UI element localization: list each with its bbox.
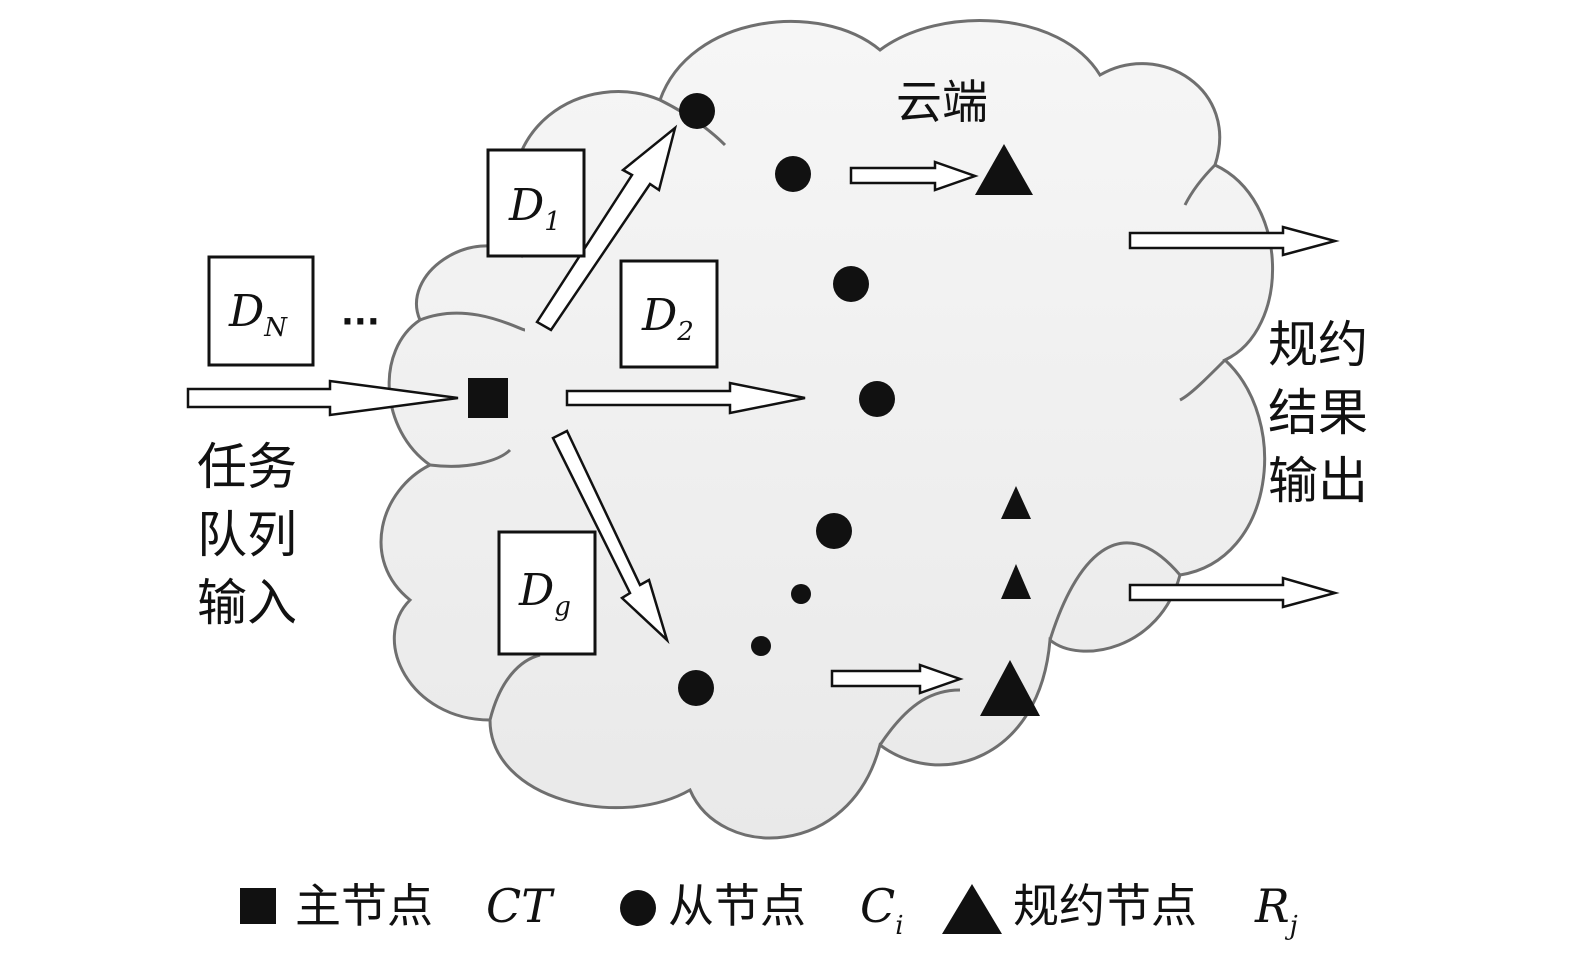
svg-text:队列: 队列 <box>197 506 297 564</box>
data-block-dn-label: DN <box>228 286 288 343</box>
legend-triangle-icon <box>942 884 1002 934</box>
master-node-square-icon <box>468 378 508 418</box>
input-label: 任务 队列 输入 <box>197 438 297 632</box>
data-block-dg-box <box>497 530 597 656</box>
legend-master-var: CT <box>486 879 555 933</box>
cloud-shape <box>379 19 1275 840</box>
legend-master-text: 主节点 <box>295 879 433 933</box>
legend-reducer-text: 规约节点 <box>1013 879 1197 933</box>
legend-square-icon <box>240 888 276 924</box>
queue-ellipsis: ··· <box>341 302 380 342</box>
svg-text:输出: 输出 <box>1268 452 1368 510</box>
output-arrow-top <box>1128 225 1340 257</box>
cloud-label: 云端 <box>896 75 988 129</box>
legend-circle-icon <box>620 890 656 926</box>
data-block-d1-label: D1 <box>508 180 561 237</box>
data-blocks <box>207 148 719 656</box>
data-block-dg-label: Dg <box>518 565 571 622</box>
data-block-d2-box <box>619 259 719 369</box>
reducer-node-triangle-icon <box>975 144 1033 195</box>
svg-text:规约: 规约 <box>1268 316 1368 374</box>
slave-node-circle-icon <box>678 670 714 706</box>
data-block-dn-box <box>207 255 315 367</box>
svg-text:任务: 任务 <box>197 438 297 496</box>
output-arrow-bottom <box>1128 576 1340 609</box>
arrow-top-to-reducer <box>849 160 979 192</box>
slave-node-circle-icon <box>833 266 869 302</box>
arrow-bottom-to-reducer <box>830 663 964 695</box>
slave-node-circle-icon <box>816 513 852 549</box>
legend-slave-text: 从节点 <box>668 879 806 933</box>
slave-node-circle-icon <box>791 584 811 604</box>
input-arrow <box>186 379 459 417</box>
arrow-to-top-node <box>535 124 678 332</box>
legend-slave-var: Ci <box>860 879 904 941</box>
reducer-nodes <box>975 144 1040 716</box>
slave-node-circle-icon <box>775 156 811 192</box>
arrow-to-bottom-node <box>551 429 670 645</box>
data-block-d2-label: D2 <box>641 290 694 347</box>
svg-text:结果: 结果 <box>1268 384 1368 442</box>
slave-node-circle-icon <box>679 93 715 129</box>
slave-node-circle-icon <box>859 381 895 417</box>
slave-node-circle-icon <box>751 636 771 656</box>
arrows <box>186 124 1340 695</box>
slave-nodes <box>678 93 895 706</box>
data-block-d1-box <box>486 148 586 258</box>
svg-text:输入: 输入 <box>197 574 297 632</box>
reducer-node-triangle-icon <box>1001 564 1031 599</box>
output-label: 规约 结果 输出 <box>1268 316 1368 510</box>
legend-reducer-var: Rj <box>1254 879 1298 941</box>
legend: 主节点 CT 从节点 Ci 规约节点 Rj <box>240 879 1298 941</box>
arrow-to-middle-node <box>565 381 806 415</box>
reducer-node-triangle-icon <box>980 660 1040 716</box>
reducer-node-triangle-icon <box>1001 486 1031 519</box>
